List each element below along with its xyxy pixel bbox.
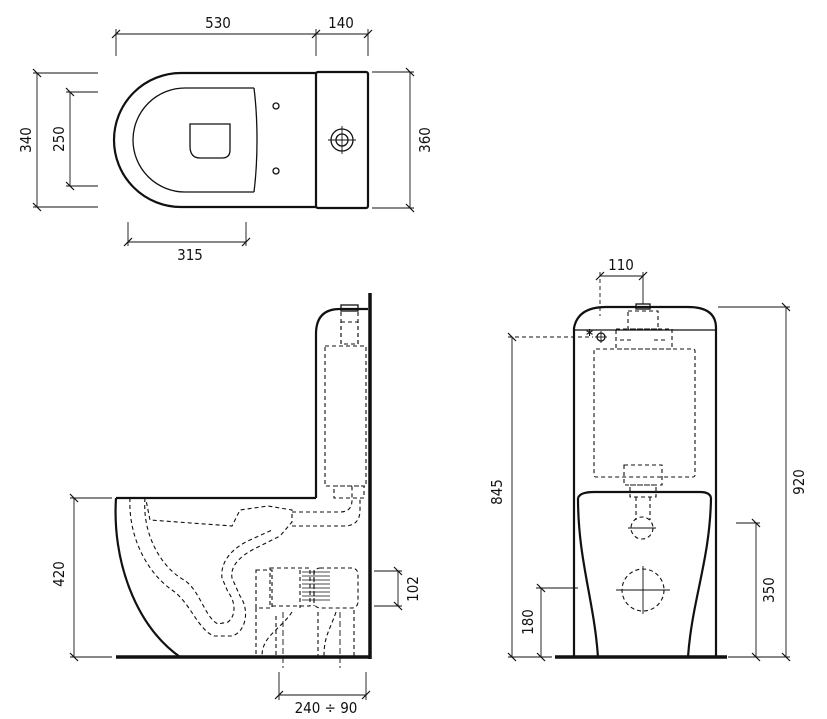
dim-110: 110 <box>608 256 634 274</box>
dim-140: 140 <box>328 14 354 32</box>
dim-845: 845 <box>488 479 506 505</box>
top-view: 530 140 340 250 360 3 <box>17 14 434 264</box>
front-view: 110 * 845 180 920 350 <box>488 256 808 662</box>
bowl-side-outline <box>114 496 316 658</box>
dim-180: 180 <box>519 609 537 635</box>
dim-102: 102 <box>404 576 422 602</box>
drain-opening <box>189 123 231 159</box>
dim-240-90: 240 ÷ 90 <box>295 699 358 717</box>
dim-420: 420 <box>50 561 68 587</box>
dim-340: 340 <box>17 127 35 153</box>
bowl-outline <box>112 71 316 209</box>
tank-side <box>314 307 368 498</box>
bowl-inner <box>132 87 254 193</box>
dim-315: 315 <box>177 246 203 264</box>
dim-250: 250 <box>50 126 68 152</box>
side-view: 420 102 240 ÷ 90 <box>50 293 422 717</box>
outlet-hatch <box>302 571 330 601</box>
seat-hole-top <box>272 102 280 110</box>
dim-530: 530 <box>205 14 231 32</box>
front-outline <box>572 305 718 657</box>
dim-360: 360 <box>416 127 434 153</box>
dim-350: 350 <box>760 577 778 603</box>
dim-920: 920 <box>790 469 808 495</box>
tank-top <box>314 70 370 210</box>
seat-hole-bottom <box>272 167 280 175</box>
bowl-front <box>576 497 713 658</box>
asterisk-mark: * <box>586 326 593 344</box>
